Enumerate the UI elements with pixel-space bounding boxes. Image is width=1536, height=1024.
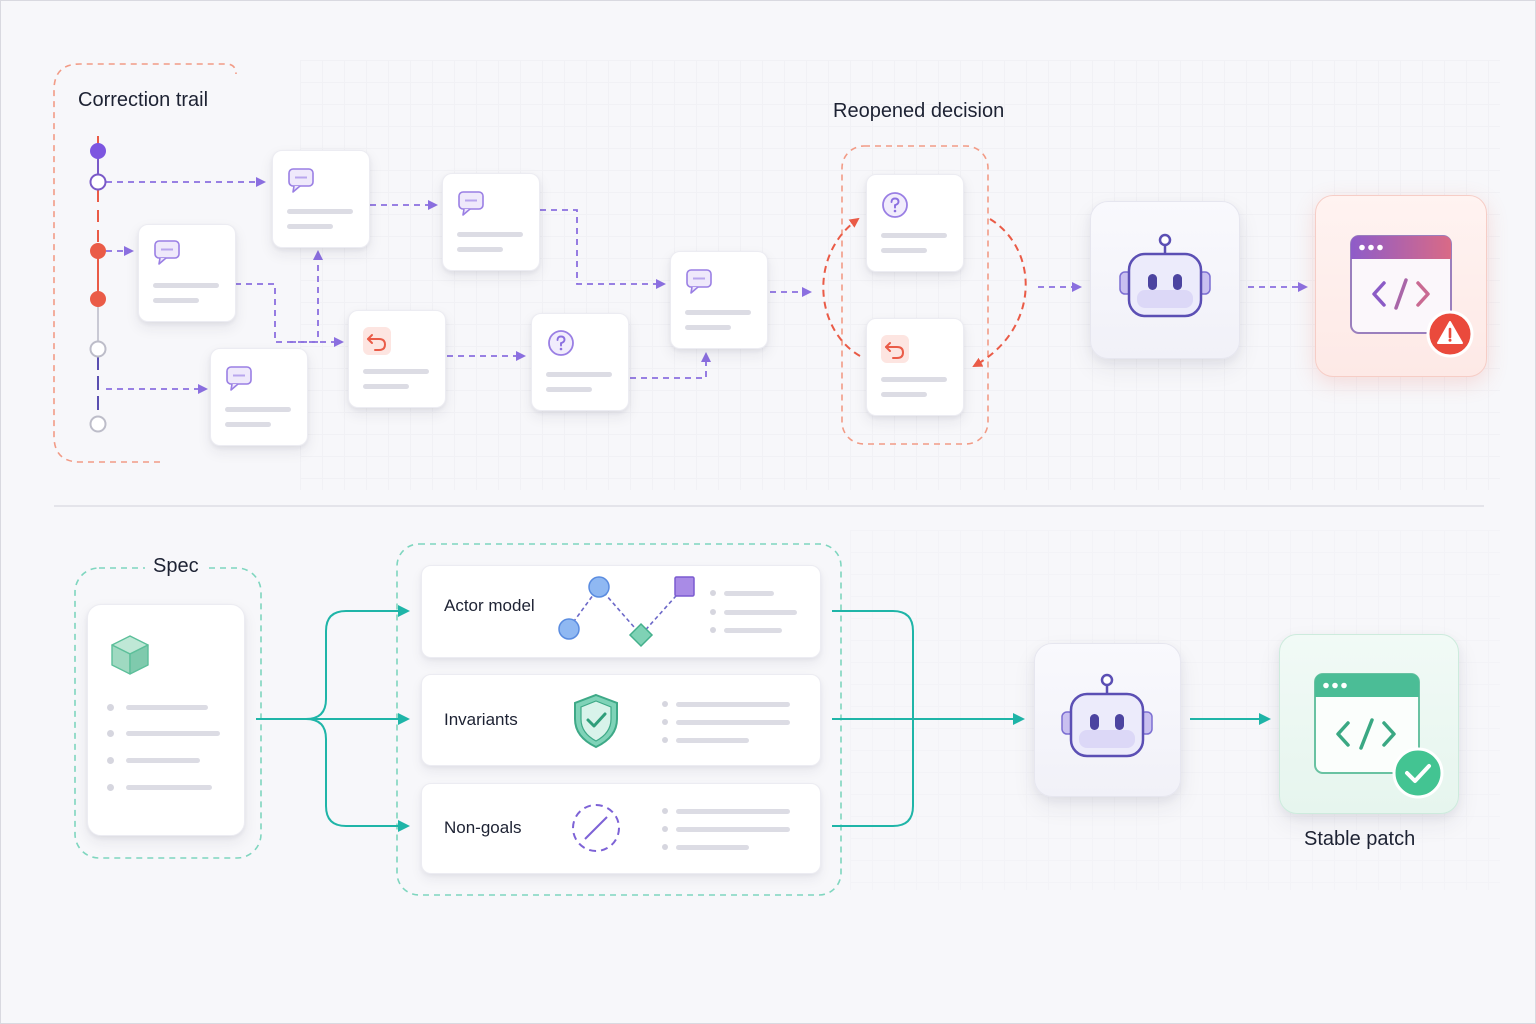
prohibited-icon: [572, 804, 620, 852]
shield-check-icon: [574, 693, 618, 749]
stable-patch-card[interactable]: [1279, 634, 1459, 814]
trail-node-4: [90, 291, 106, 307]
reopened-container-outline: [841, 145, 989, 445]
invariants-row[interactable]: Invariants: [421, 674, 821, 766]
trail-node-3: [90, 243, 106, 259]
chat-icon: [154, 240, 180, 265]
chat-icon: [458, 191, 484, 216]
graph-icon: [558, 576, 695, 648]
invariants-label: Invariants: [444, 710, 518, 729]
undo-icon: [363, 327, 391, 355]
agent-card[interactable]: [1090, 201, 1240, 359]
correction-trail-label: Correction trail: [78, 89, 209, 111]
code-window-icon: [1350, 235, 1452, 334]
non-goals-label: Non-goals: [444, 818, 522, 837]
question-icon: [882, 192, 908, 218]
trail-node-2: [89, 173, 107, 191]
message-card[interactable]: [442, 173, 540, 271]
actor-model-label: Actor model: [444, 596, 535, 615]
trail-node-1: [90, 143, 106, 159]
failed-patch-card[interactable]: [1315, 195, 1487, 377]
spec-label: Spec: [145, 555, 207, 578]
actor-model-row[interactable]: Actor model: [421, 565, 821, 658]
question-card[interactable]: [531, 313, 629, 411]
chat-icon: [288, 168, 314, 193]
message-card[interactable]: [138, 224, 236, 322]
message-card[interactable]: [670, 251, 768, 349]
robot-icon: [1119, 233, 1211, 318]
trail-container-outline: [53, 63, 237, 463]
chat-icon: [686, 269, 712, 294]
agent-card[interactable]: [1034, 643, 1181, 797]
spec-document-card[interactable]: [87, 604, 245, 836]
warning-icon: [1426, 310, 1474, 358]
check-badge-icon: [1392, 747, 1444, 799]
trail-nodes: [89, 143, 107, 433]
trail-node-5: [89, 340, 107, 358]
undo-card[interactable]: [866, 318, 964, 416]
trail-node-6: [89, 415, 107, 433]
reopened-decision-label: Reopened decision: [833, 100, 1005, 122]
non-goals-row[interactable]: Non-goals: [421, 783, 821, 874]
undo-card[interactable]: [348, 310, 446, 408]
grid-background: [300, 60, 1500, 490]
message-card[interactable]: [272, 150, 370, 248]
question-icon: [548, 330, 574, 356]
question-card[interactable]: [866, 174, 964, 272]
message-card[interactable]: [210, 348, 308, 446]
stable-patch-label: Stable patch: [1304, 828, 1416, 850]
robot-icon: [1061, 673, 1153, 758]
chat-icon: [226, 366, 252, 391]
undo-icon: [881, 335, 909, 363]
code-window-icon: [1314, 673, 1420, 774]
cube-icon: [111, 635, 149, 675]
